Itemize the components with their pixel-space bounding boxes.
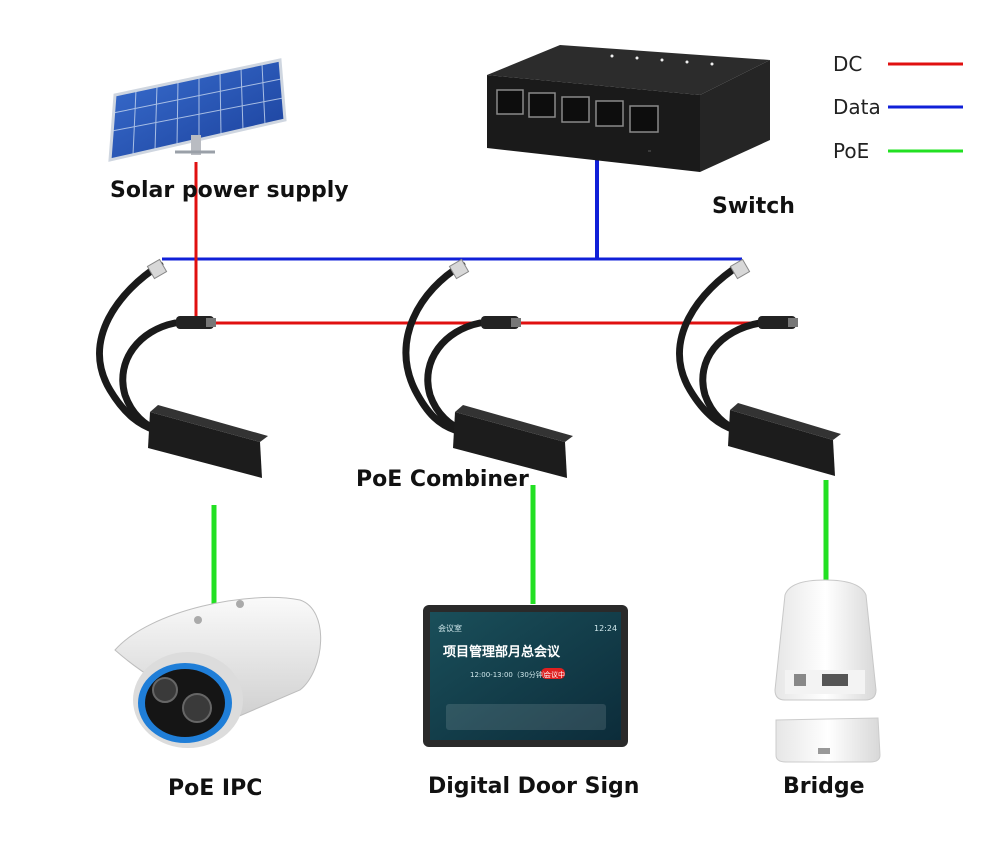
- digital-door-sign-icon: 会议室 12:24 项目管理部月总会议 12:00-13:00（30分钟） 会议…: [423, 605, 628, 747]
- ipc-camera-icon: [114, 597, 322, 748]
- legend-dc-label: DC: [833, 52, 863, 76]
- bridge-label: Bridge: [783, 774, 865, 799]
- poe-combiner-2-icon: [402, 258, 573, 478]
- solar-label: Solar power supply: [110, 178, 349, 203]
- poe-combiner-3-icon: [676, 258, 841, 476]
- poe-combiner-1-icon: [96, 258, 268, 478]
- door-sign-label: Digital Door Sign: [428, 774, 640, 799]
- door-sign-time: 12:24: [594, 624, 617, 633]
- door-sign-title: 项目管理部月总会议: [443, 644, 561, 660]
- ipc-label: PoE IPC: [168, 776, 263, 801]
- door-sign-schedule: 12:00-13:00（30分钟）: [470, 670, 550, 679]
- door-sign-badge: 会议中: [544, 670, 565, 679]
- legend: [888, 62, 963, 153]
- data-wires: [162, 148, 742, 261]
- poe-wires: [211, 480, 829, 608]
- door-sign-header: 会议室: [438, 623, 462, 633]
- switch-icon: [487, 45, 770, 172]
- switch-label: Switch: [712, 194, 795, 219]
- legend-data-label: Data: [833, 95, 881, 119]
- bridge-icon: [774, 579, 881, 763]
- poe-combiner-label: PoE Combiner: [356, 467, 529, 492]
- legend-poe-label: PoE: [833, 139, 870, 163]
- solar-panel-icon: [108, 58, 287, 162]
